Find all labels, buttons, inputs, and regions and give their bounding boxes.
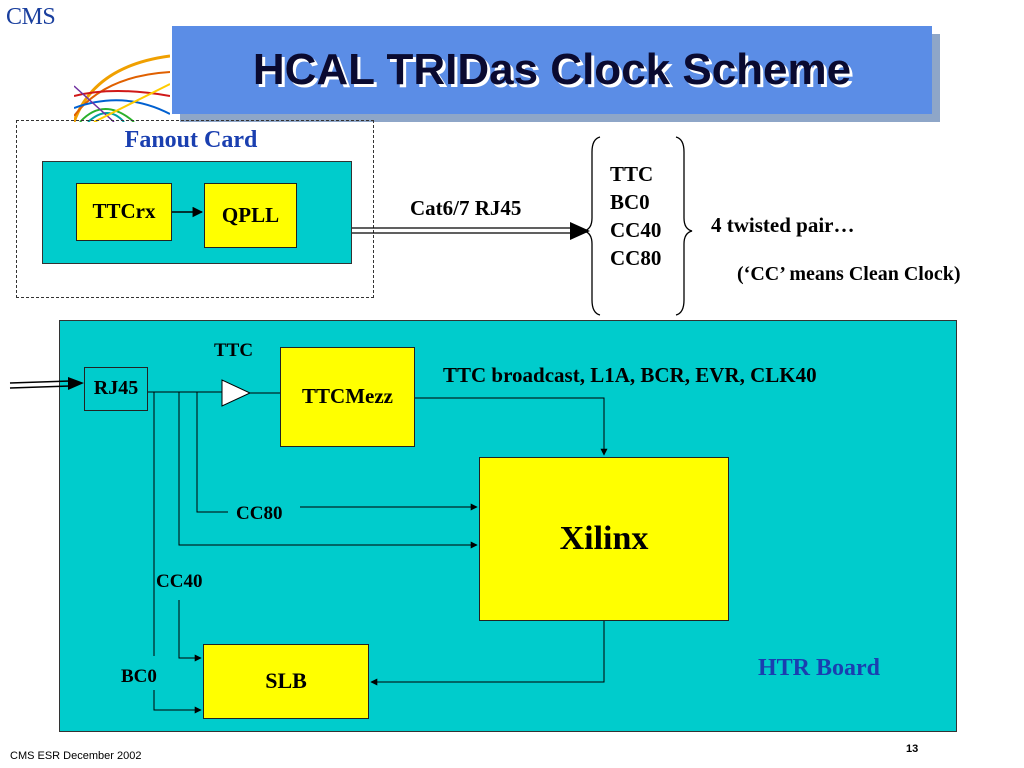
rj45-connector: RJ45 bbox=[84, 367, 148, 411]
fanout-card-frame bbox=[16, 120, 374, 298]
ttc-buffer-triangle bbox=[221, 379, 280, 407]
ttcmezz-chip: TTCMezz bbox=[280, 347, 415, 447]
slb-chip: SLB bbox=[203, 644, 369, 719]
bc0-label: BC0 bbox=[121, 666, 157, 687]
signal-item: CC80 bbox=[610, 246, 662, 270]
ttc-label: TTC bbox=[214, 340, 254, 361]
cable-label: Cat6/7 RJ45 bbox=[410, 196, 522, 220]
cms-logo bbox=[74, 26, 170, 122]
htr-board-label: HTR Board bbox=[758, 655, 881, 681]
bc0-slb-arrow bbox=[153, 392, 202, 714]
right-brace bbox=[675, 136, 693, 316]
signal-list: TTC BC0 CC40 CC80 bbox=[610, 160, 661, 272]
logo-text: CMS bbox=[6, 4, 56, 30]
page-title: HCAL TRIDas Clock Scheme bbox=[252, 45, 852, 94]
left-brace bbox=[583, 136, 601, 316]
title-banner bbox=[172, 26, 932, 114]
twisted-pair-note: 4 twisted pair… bbox=[711, 213, 855, 237]
cms-logo-graphic bbox=[74, 26, 170, 122]
cc80-arrow bbox=[196, 392, 478, 513]
cc40-label: CC40 bbox=[156, 571, 203, 592]
cat6-cable-arrow bbox=[352, 222, 590, 240]
signal-item: BC0 bbox=[610, 190, 650, 214]
qpll-chip: QPLL bbox=[204, 183, 297, 248]
footer-text: CMS ESR December 2002 bbox=[10, 750, 142, 762]
ttcmezz-to-xilinx-arrow bbox=[415, 397, 608, 456]
xilinx-chip: Xilinx bbox=[479, 457, 729, 621]
clean-clock-note: (‘CC’ means Clean Clock) bbox=[737, 263, 961, 285]
cc40-slb-arrow bbox=[178, 600, 202, 662]
ttcrx-chip: TTCrx bbox=[76, 183, 172, 241]
signal-item: CC40 bbox=[610, 218, 662, 242]
fanout-card-label: Fanout Card bbox=[124, 127, 258, 153]
htr-input-arrow bbox=[9, 377, 84, 390]
cc40-xilinx-arrow bbox=[178, 392, 478, 549]
ttc-broadcast-label: TTC broadcast, L1A, BCR, EVR, CLK40 bbox=[443, 363, 817, 387]
page-number: 13 bbox=[906, 743, 919, 755]
xilinx-to-slb-arrow bbox=[370, 621, 605, 686]
signal-item: TTC bbox=[610, 162, 654, 186]
cc80-label: CC80 bbox=[236, 503, 283, 524]
